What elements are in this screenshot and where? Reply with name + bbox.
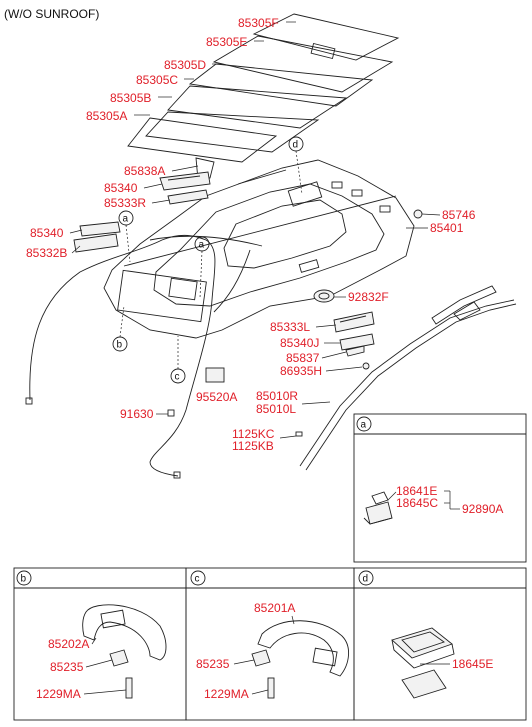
svg-text:c: c <box>175 372 180 383</box>
label-85235-b: 85235 <box>50 660 84 674</box>
detail-box-d: d 18645E <box>353 567 527 721</box>
label-92890A: 92890A <box>462 502 503 516</box>
label-92832F: 92832F <box>348 290 389 304</box>
label-18641E: 18641E <box>396 484 437 498</box>
detail-box-a: a 18641E 18645C 92890A <box>353 413 527 563</box>
label-85305D: 85305D <box>164 58 206 72</box>
label-85340J: 85340J <box>280 336 319 350</box>
headliner-main <box>103 159 415 339</box>
callout-c-main: c <box>170 336 186 384</box>
label-85202A: 85202A <box>48 637 89 651</box>
svg-text:b: b <box>117 340 123 351</box>
label-85305E: 85305E <box>206 35 247 49</box>
label-18645C: 18645C <box>396 496 438 510</box>
label-1229MA-c: 1229MA <box>204 687 249 701</box>
layer-85305D <box>188 63 374 107</box>
label-1125KC: 1125KC <box>232 427 275 441</box>
small-parts-right <box>333 311 375 370</box>
label-85333L: 85333L <box>270 320 310 334</box>
label-85305A: 85305A <box>86 109 127 123</box>
layer-85305F <box>252 13 400 61</box>
label-85305F: 85305F <box>238 16 279 30</box>
label-85401: 85401 <box>430 221 464 235</box>
callout-a-lower: a <box>194 236 210 299</box>
label-85333R: 85333R <box>104 196 146 210</box>
label-85332B: 85332B <box>26 246 67 260</box>
label-86935H: 86935H <box>280 364 322 378</box>
layer-85305C <box>167 85 348 129</box>
label-85305C: 85305C <box>136 73 178 87</box>
curtain-airbag <box>295 285 517 471</box>
svg-text:d: d <box>293 140 299 151</box>
label-85838A: 85838A <box>124 164 165 178</box>
label-95520A: 95520A <box>196 390 237 404</box>
callout-b-main: b <box>112 305 128 352</box>
layer-leaders <box>134 21 296 116</box>
label-85305B: 85305B <box>110 91 151 105</box>
callout-d-top: d <box>288 136 304 195</box>
label-85837: 85837 <box>286 351 320 365</box>
svg-text:d: d <box>363 574 369 585</box>
small-parts-left <box>73 157 423 383</box>
callout-a-upper: a <box>118 210 134 263</box>
layer-85305B <box>145 111 320 153</box>
detail-box-b: b 85202A 85235 1229MA <box>13 567 187 721</box>
wiring-harness <box>25 234 263 479</box>
svg-text:a: a <box>361 420 367 431</box>
svg-text:b: b <box>21 574 27 585</box>
svg-text:a: a <box>199 240 205 251</box>
label-85340-top: 85340 <box>104 181 138 195</box>
layer-85305A <box>127 117 278 163</box>
svg-text:c: c <box>195 574 200 585</box>
detail-box-c: c 85201A 85235 1229MA <box>185 567 355 721</box>
label-91630: 91630 <box>120 407 154 421</box>
label-18645E: 18645E <box>452 657 493 671</box>
label-85235-c: 85235 <box>196 657 230 671</box>
svg-text:a: a <box>123 214 129 225</box>
part-labels: 85305F 85305E 85305D 85305C 85305B 85305… <box>26 16 476 453</box>
layer-85305E <box>212 35 394 93</box>
label-85010R: 85010R <box>256 389 298 403</box>
headliner-layers <box>127 13 400 163</box>
label-85746: 85746 <box>442 208 476 222</box>
label-85010L: 85010L <box>256 402 296 416</box>
label-85340-left: 85340 <box>30 226 64 240</box>
label-85201A: 85201A <box>254 601 295 615</box>
label-1125KB: 1125KB <box>232 439 274 453</box>
label-1229MA-b: 1229MA <box>36 687 81 701</box>
diagram-title: (W/O SUNROOF) <box>4 7 99 21</box>
